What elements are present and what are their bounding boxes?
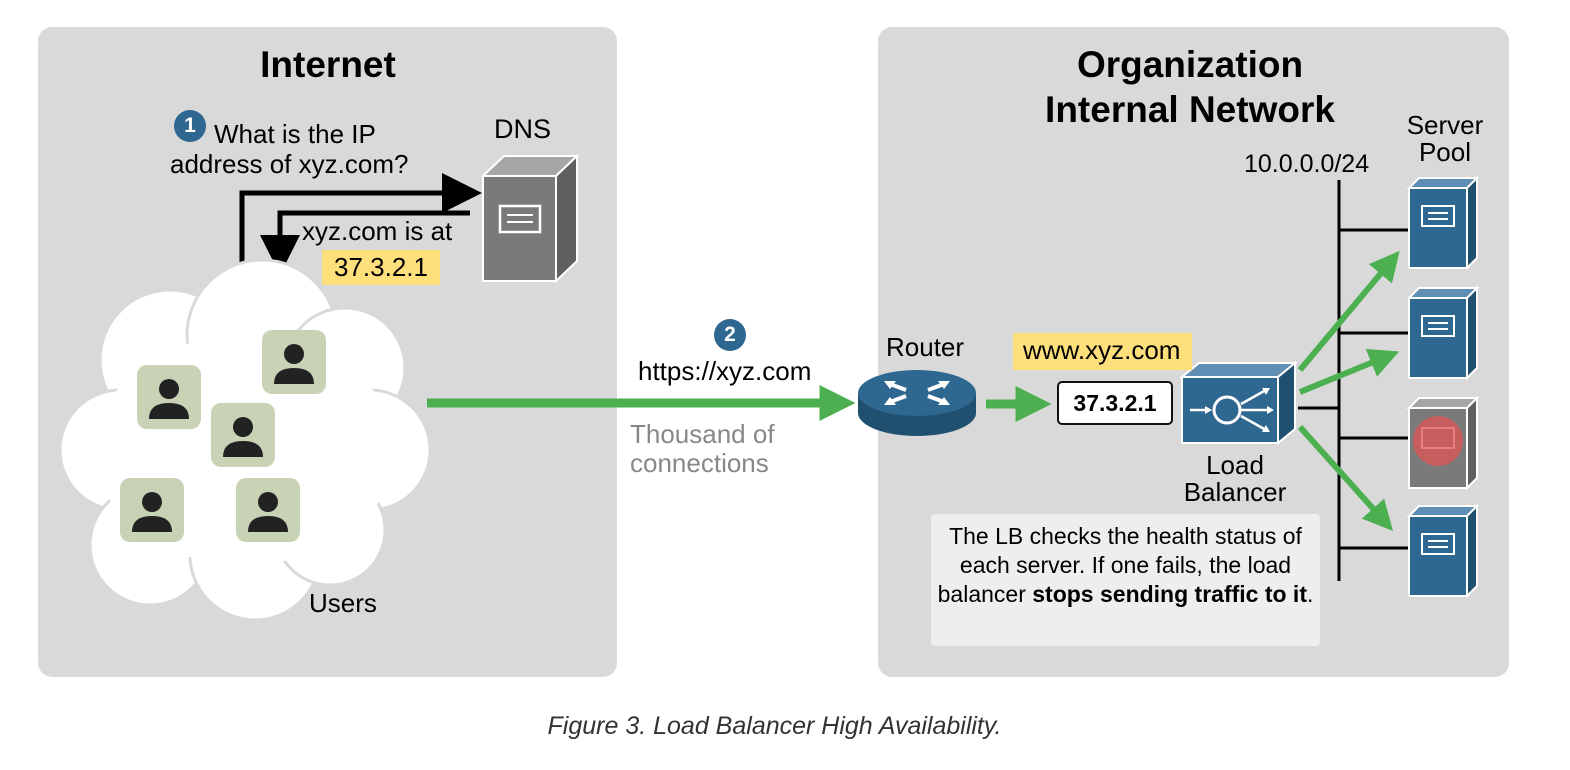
- connections-note: Thousand of connections: [630, 419, 775, 478]
- domain-label: www.xyz.com: [1013, 333, 1193, 370]
- user-icon: [262, 330, 326, 394]
- dns-query-arrow: [239, 173, 482, 290]
- server-icon: [1408, 287, 1478, 379]
- dns-question-text: What is the IP address of xyz.com?: [170, 119, 409, 179]
- url-label: https://xyz.com: [638, 356, 812, 386]
- figure-caption: Figure 3. Load Balancer High Availabilit…: [547, 712, 1002, 740]
- lb-to-server1-arrow: [1297, 250, 1400, 372]
- step-2-badge: 2: [714, 319, 746, 351]
- lb-to-server2-arrow: [1298, 348, 1400, 395]
- failed-server-icon: [1406, 395, 1480, 491]
- server-pool-label-line2: Pool: [1418, 137, 1472, 167]
- lb-label-line2: Balancer: [1183, 477, 1287, 507]
- dns-reply-arrow: [260, 210, 470, 275]
- user-icon: [137, 365, 201, 429]
- server-pool-label-line1: Server: [1406, 110, 1484, 140]
- subnet-label: 10.0.0.0/24: [1244, 150, 1370, 178]
- router-icon: [858, 370, 976, 436]
- dns-reply-ip: 37.3.2.1: [322, 250, 440, 285]
- user-icon: [211, 403, 275, 467]
- server-icon: [1408, 177, 1478, 269]
- router-label: Router: [886, 332, 965, 362]
- dns-label: DNS: [494, 114, 552, 144]
- health-check-note-end: .: [1306, 581, 1314, 607]
- dns-server-icon: [480, 153, 580, 284]
- lb-label-line1: Load: [1206, 450, 1264, 480]
- server-icon: [1408, 505, 1478, 597]
- network-bus: [1298, 180, 1409, 581]
- dns-reply-text: xyz.com is at: [302, 216, 453, 246]
- public-ip-box: 37.3.2.1: [1057, 381, 1173, 425]
- step-1-badge: 1: [174, 110, 206, 142]
- health-check-note: The LB checks the health status of each …: [931, 514, 1320, 646]
- health-check-note-text: The LB checks the health status of each …: [937, 523, 1302, 607]
- health-check-note-bold: stops sending traffic to it: [1032, 581, 1307, 607]
- internet-title: Internet: [260, 44, 396, 85]
- user-icon: [120, 478, 184, 542]
- users-label: Users: [309, 588, 377, 618]
- organization-title-line1: Organization: [1076, 44, 1304, 85]
- lb-to-server4-arrow: [1297, 424, 1394, 531]
- organization-title-line2: Internal Network: [1045, 89, 1335, 130]
- user-icon: [236, 478, 300, 542]
- load-balancer-icon: [1179, 360, 1298, 446]
